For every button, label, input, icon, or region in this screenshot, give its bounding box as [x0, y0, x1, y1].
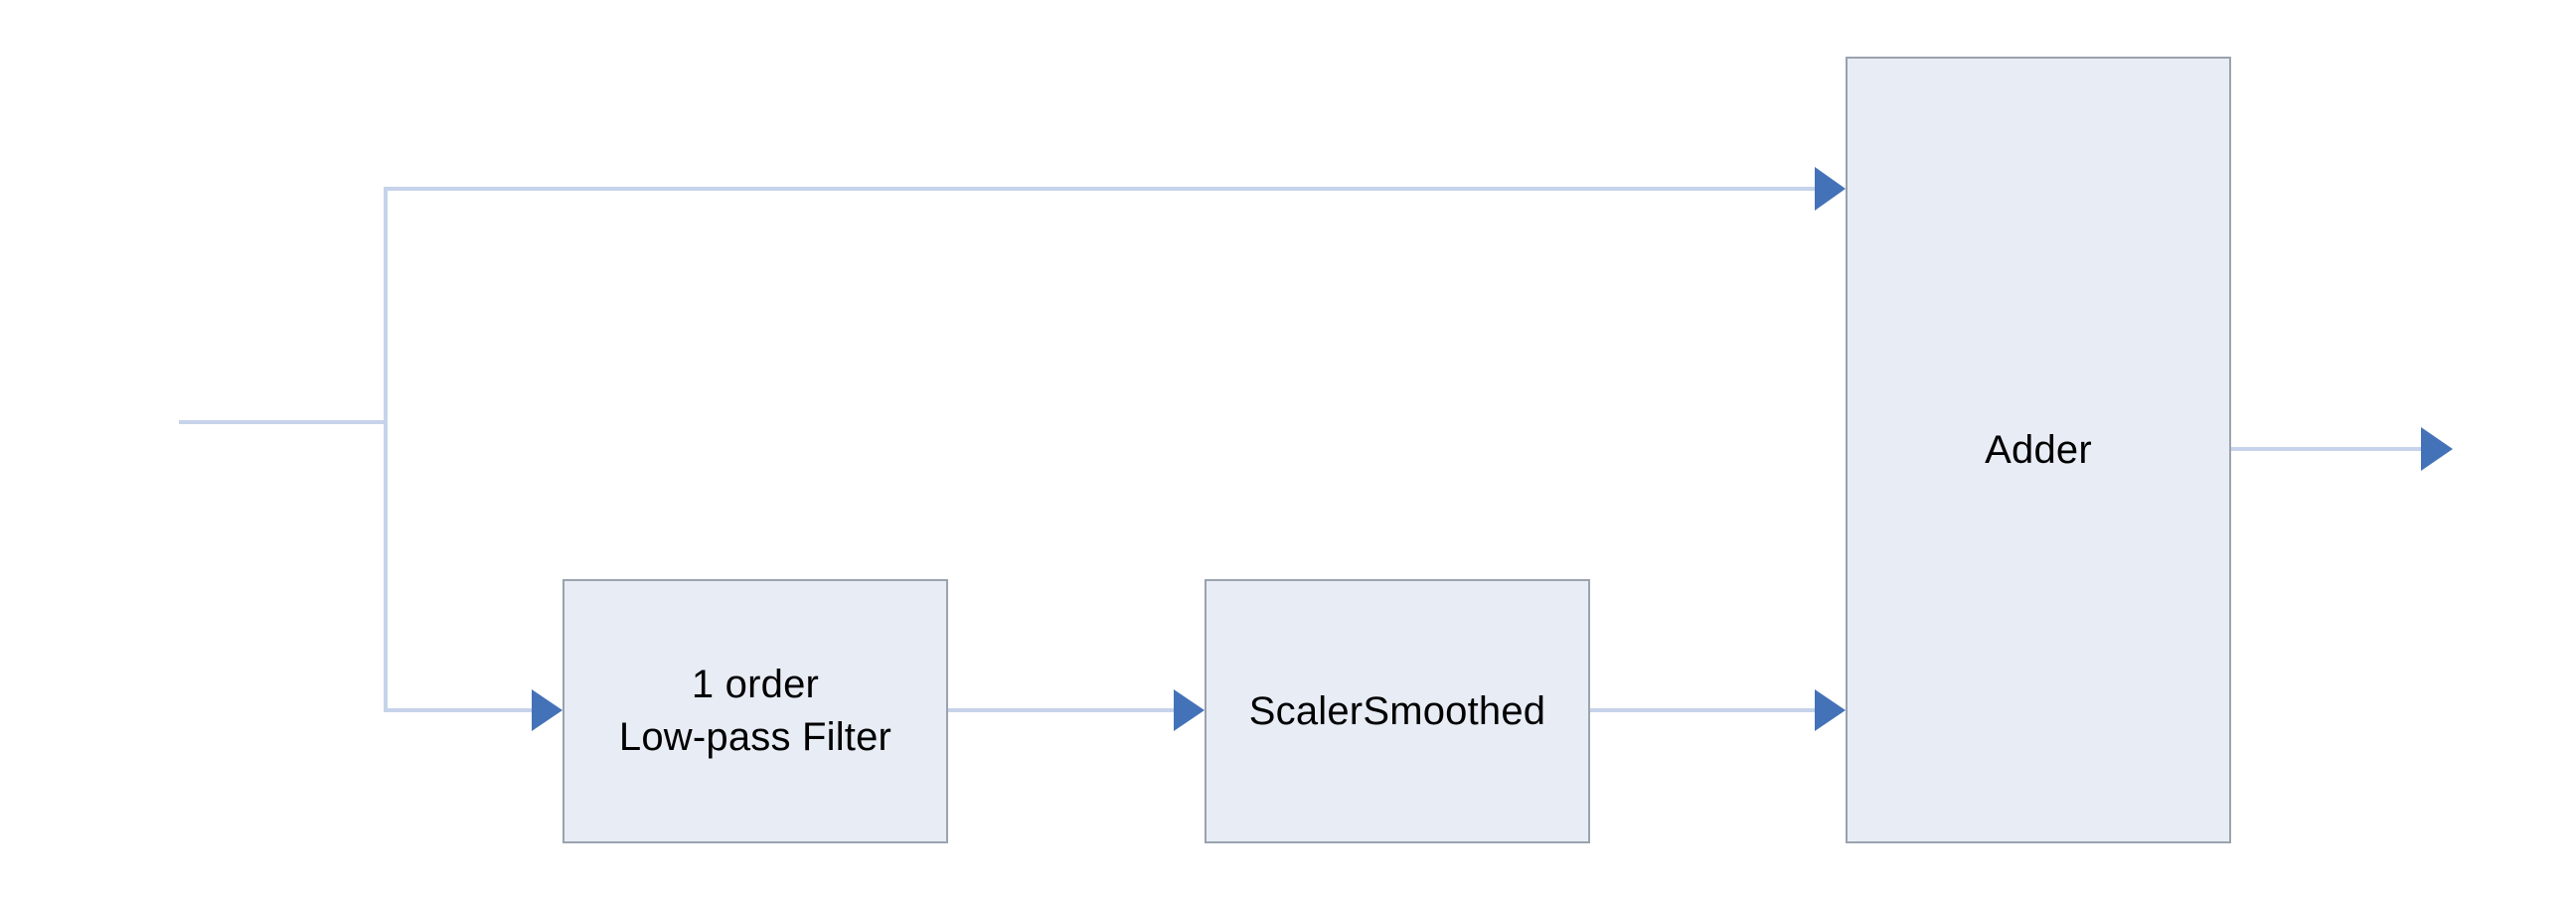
block-lowpass-filter[interactable]: 1 order Low-pass Filter: [563, 579, 948, 843]
arrowhead-feedforward-top: [1815, 167, 1846, 211]
arrowhead-adder-output: [2421, 427, 2453, 471]
arrowhead-branch-to-lowpass: [532, 689, 563, 731]
block-adder[interactable]: Adder: [1846, 57, 2231, 843]
block-scaler-smoothed[interactable]: ScalerSmoothed: [1205, 579, 1590, 843]
arrowhead-scaler-to-adder: [1815, 689, 1846, 731]
block-lowpass-filter-label: 1 order Low-pass Filter: [618, 663, 892, 759]
block-scaler-smoothed-label: ScalerSmoothed: [1248, 688, 1546, 733]
arrowhead-lowpass-to-scaler: [1174, 689, 1205, 731]
block-adder-label: Adder: [1985, 427, 2092, 472]
